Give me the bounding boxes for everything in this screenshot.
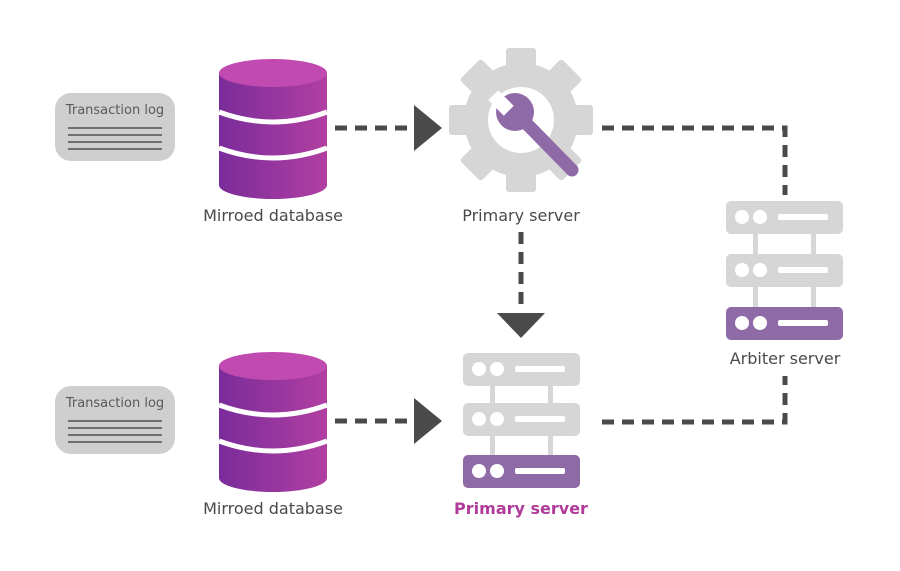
arbiter-server-rack-icon [726, 201, 843, 340]
log-line [68, 434, 162, 436]
bottom-database-label: Mirroed database [203, 499, 343, 518]
top-primary-server-label: Primary server [462, 206, 580, 225]
bottom-primary-server-label: Primary server [454, 499, 588, 518]
arrow-head-icon [497, 313, 545, 338]
arrow-head-icon [414, 398, 442, 444]
log-line [68, 141, 162, 143]
log-line [68, 148, 162, 150]
top-database-label: Mirroed database [203, 206, 343, 225]
log-line [68, 441, 162, 443]
top-database-icon [218, 59, 328, 199]
transaction-log-label: Transaction log [65, 396, 165, 411]
top-server-to-arbiter-connector [602, 125, 788, 195]
log-line [68, 420, 162, 422]
bottom-server-rack-icon [463, 353, 580, 488]
log-line [68, 134, 162, 136]
wrench-icon [488, 90, 579, 177]
gear-wrench-icon [449, 48, 593, 192]
bottom-database-icon [218, 352, 328, 492]
bottom-server-to-arbiter-connector [602, 376, 788, 425]
top-transaction-log: Transaction log [55, 93, 175, 161]
log-line [68, 427, 162, 429]
bottom-transaction-log: Transaction log [55, 386, 175, 454]
arbiter-server-label: Arbiter server [729, 349, 841, 368]
arrow-head-icon [414, 105, 442, 151]
log-line [68, 127, 162, 129]
transaction-log-label: Transaction log [65, 103, 165, 118]
